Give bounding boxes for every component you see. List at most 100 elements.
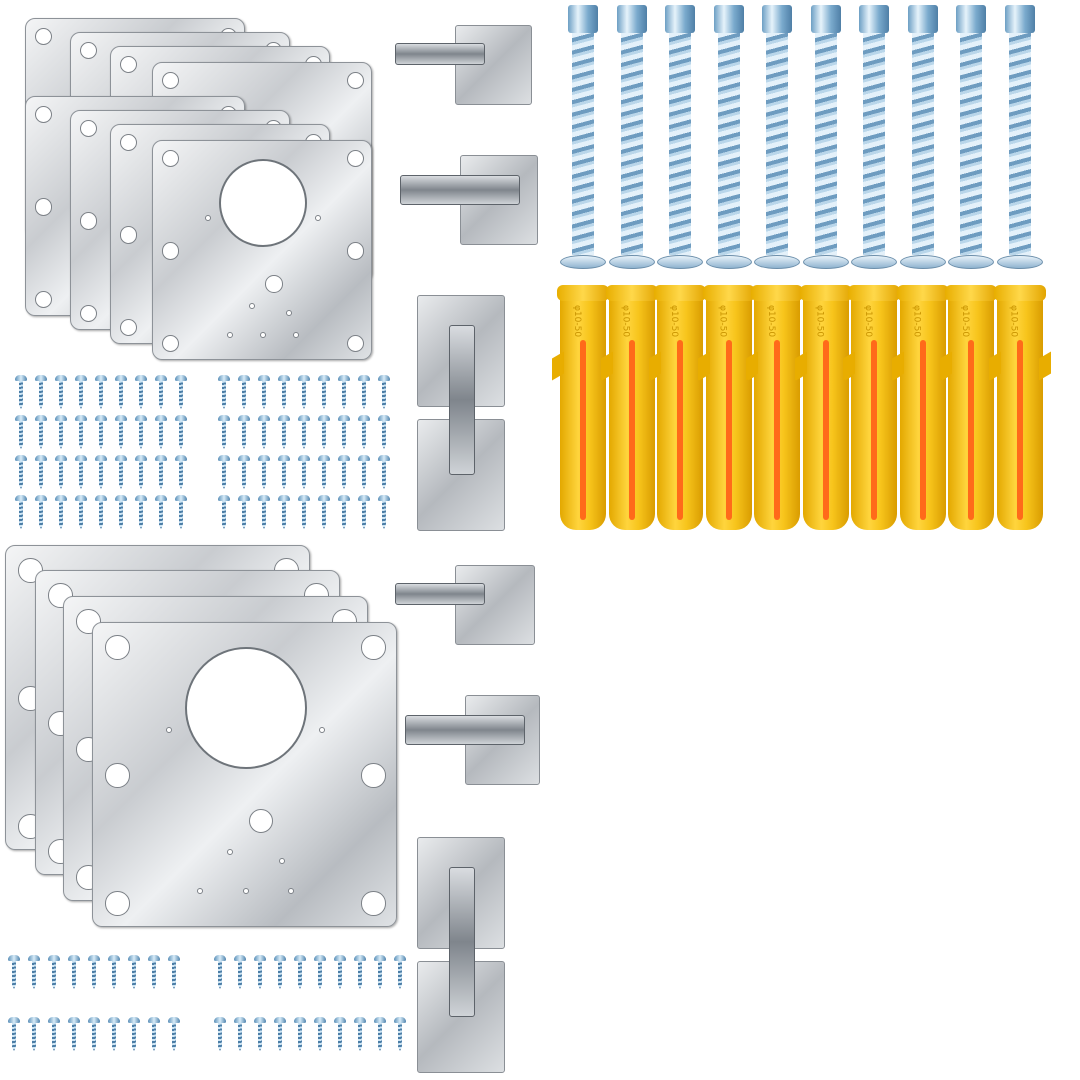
plug-fin <box>649 351 661 381</box>
screw-head <box>374 1017 386 1023</box>
screw-thread <box>362 501 366 529</box>
screw-head <box>378 375 390 381</box>
plate-hole <box>265 275 283 293</box>
hinge-arm <box>405 715 525 745</box>
wood-screw <box>168 955 180 991</box>
plate-hole <box>161 242 180 260</box>
screw-thread <box>172 961 176 989</box>
screw-head <box>115 495 127 501</box>
plate-hole <box>260 331 266 338</box>
screw-thread <box>99 461 103 489</box>
bolt-head <box>568 5 598 33</box>
screw-thread <box>362 381 366 409</box>
screw-thread <box>362 461 366 489</box>
hex-lag-bolt <box>657 5 703 285</box>
plug-slot <box>628 340 635 520</box>
plate-hole <box>346 149 365 168</box>
plug-collar <box>605 285 658 301</box>
screw-head <box>354 955 366 961</box>
plug-collar <box>654 285 706 301</box>
screw-head <box>95 375 107 381</box>
screw-head <box>378 495 390 501</box>
hinge-mount-plate <box>455 565 535 645</box>
wood-screw <box>234 1017 246 1053</box>
screw-thread <box>322 381 326 409</box>
wood-screw <box>358 495 370 531</box>
screw-thread <box>59 501 63 529</box>
plate-hole <box>119 226 138 244</box>
wood-screw <box>55 415 67 451</box>
plate-hole <box>161 149 180 168</box>
wood-screw <box>254 1017 266 1053</box>
plate-hole <box>361 635 386 660</box>
wall-plug: φ10-50 <box>940 285 1002 530</box>
wood-screw <box>35 495 47 531</box>
screw-thread <box>258 1023 262 1051</box>
screw-thread <box>262 381 266 409</box>
wood-screw <box>8 955 20 991</box>
screw-thread <box>92 1023 96 1051</box>
screw-thread <box>282 501 286 529</box>
screw-head <box>258 455 270 461</box>
washer <box>899 255 946 269</box>
screw-head <box>218 375 230 381</box>
wood-screw <box>108 1017 120 1053</box>
wood-screw <box>28 955 40 991</box>
wood-screw <box>354 955 366 991</box>
wood-screw <box>68 1017 80 1053</box>
screw-thread <box>282 461 286 489</box>
plate-hole <box>34 198 53 216</box>
screw-head <box>298 415 310 421</box>
screw-thread <box>218 1023 222 1051</box>
bolt-head <box>859 5 889 33</box>
screw-head <box>55 495 67 501</box>
screw-thread <box>262 501 266 529</box>
plate-hole <box>119 55 138 74</box>
bolt-head <box>956 5 986 33</box>
screw-head <box>218 415 230 421</box>
plug-marking: φ10-50 <box>766 305 776 338</box>
screw-head <box>358 375 370 381</box>
wood-screw <box>214 955 226 991</box>
screw-thread <box>302 381 306 409</box>
screw-thread <box>159 381 163 409</box>
screw-head <box>258 495 270 501</box>
bolt-thread <box>1008 33 1031 255</box>
wood-screw <box>278 415 290 451</box>
plate-hole <box>79 212 98 230</box>
screw-thread <box>342 381 346 409</box>
screw-head <box>168 955 180 961</box>
plug-collar <box>945 285 997 301</box>
plate-hole <box>227 848 234 855</box>
plug-slot <box>919 340 926 520</box>
wood-screw <box>168 1017 180 1053</box>
wood-screw <box>298 495 310 531</box>
wood-screw <box>55 495 67 531</box>
wood-screw <box>238 375 250 411</box>
screw-head <box>95 415 107 421</box>
plug-slot <box>1016 340 1023 520</box>
hex-lag-bolt <box>560 5 606 285</box>
wood-screw <box>378 455 390 491</box>
screw-thread <box>32 1023 36 1051</box>
screw-thread <box>112 1023 116 1051</box>
wall-plug: φ10-50 <box>600 285 663 530</box>
screw-thread <box>39 421 43 449</box>
screw-thread <box>242 381 246 409</box>
wood-screw <box>358 375 370 411</box>
concealed-hinge-pair <box>417 295 505 533</box>
screw-thread <box>152 961 156 989</box>
screw-head <box>334 1017 346 1023</box>
wood-screw <box>294 1017 306 1053</box>
screw-thread <box>358 1023 362 1051</box>
wood-screw <box>394 1017 406 1053</box>
wood-screw <box>115 495 127 531</box>
screw-thread <box>119 461 123 489</box>
wood-screw <box>254 955 266 991</box>
screw-thread <box>39 461 43 489</box>
plug-slot <box>677 340 683 520</box>
plate-hole <box>119 133 138 152</box>
screw-head <box>378 455 390 461</box>
screw-thread <box>222 421 226 449</box>
wood-screw <box>48 1017 60 1053</box>
